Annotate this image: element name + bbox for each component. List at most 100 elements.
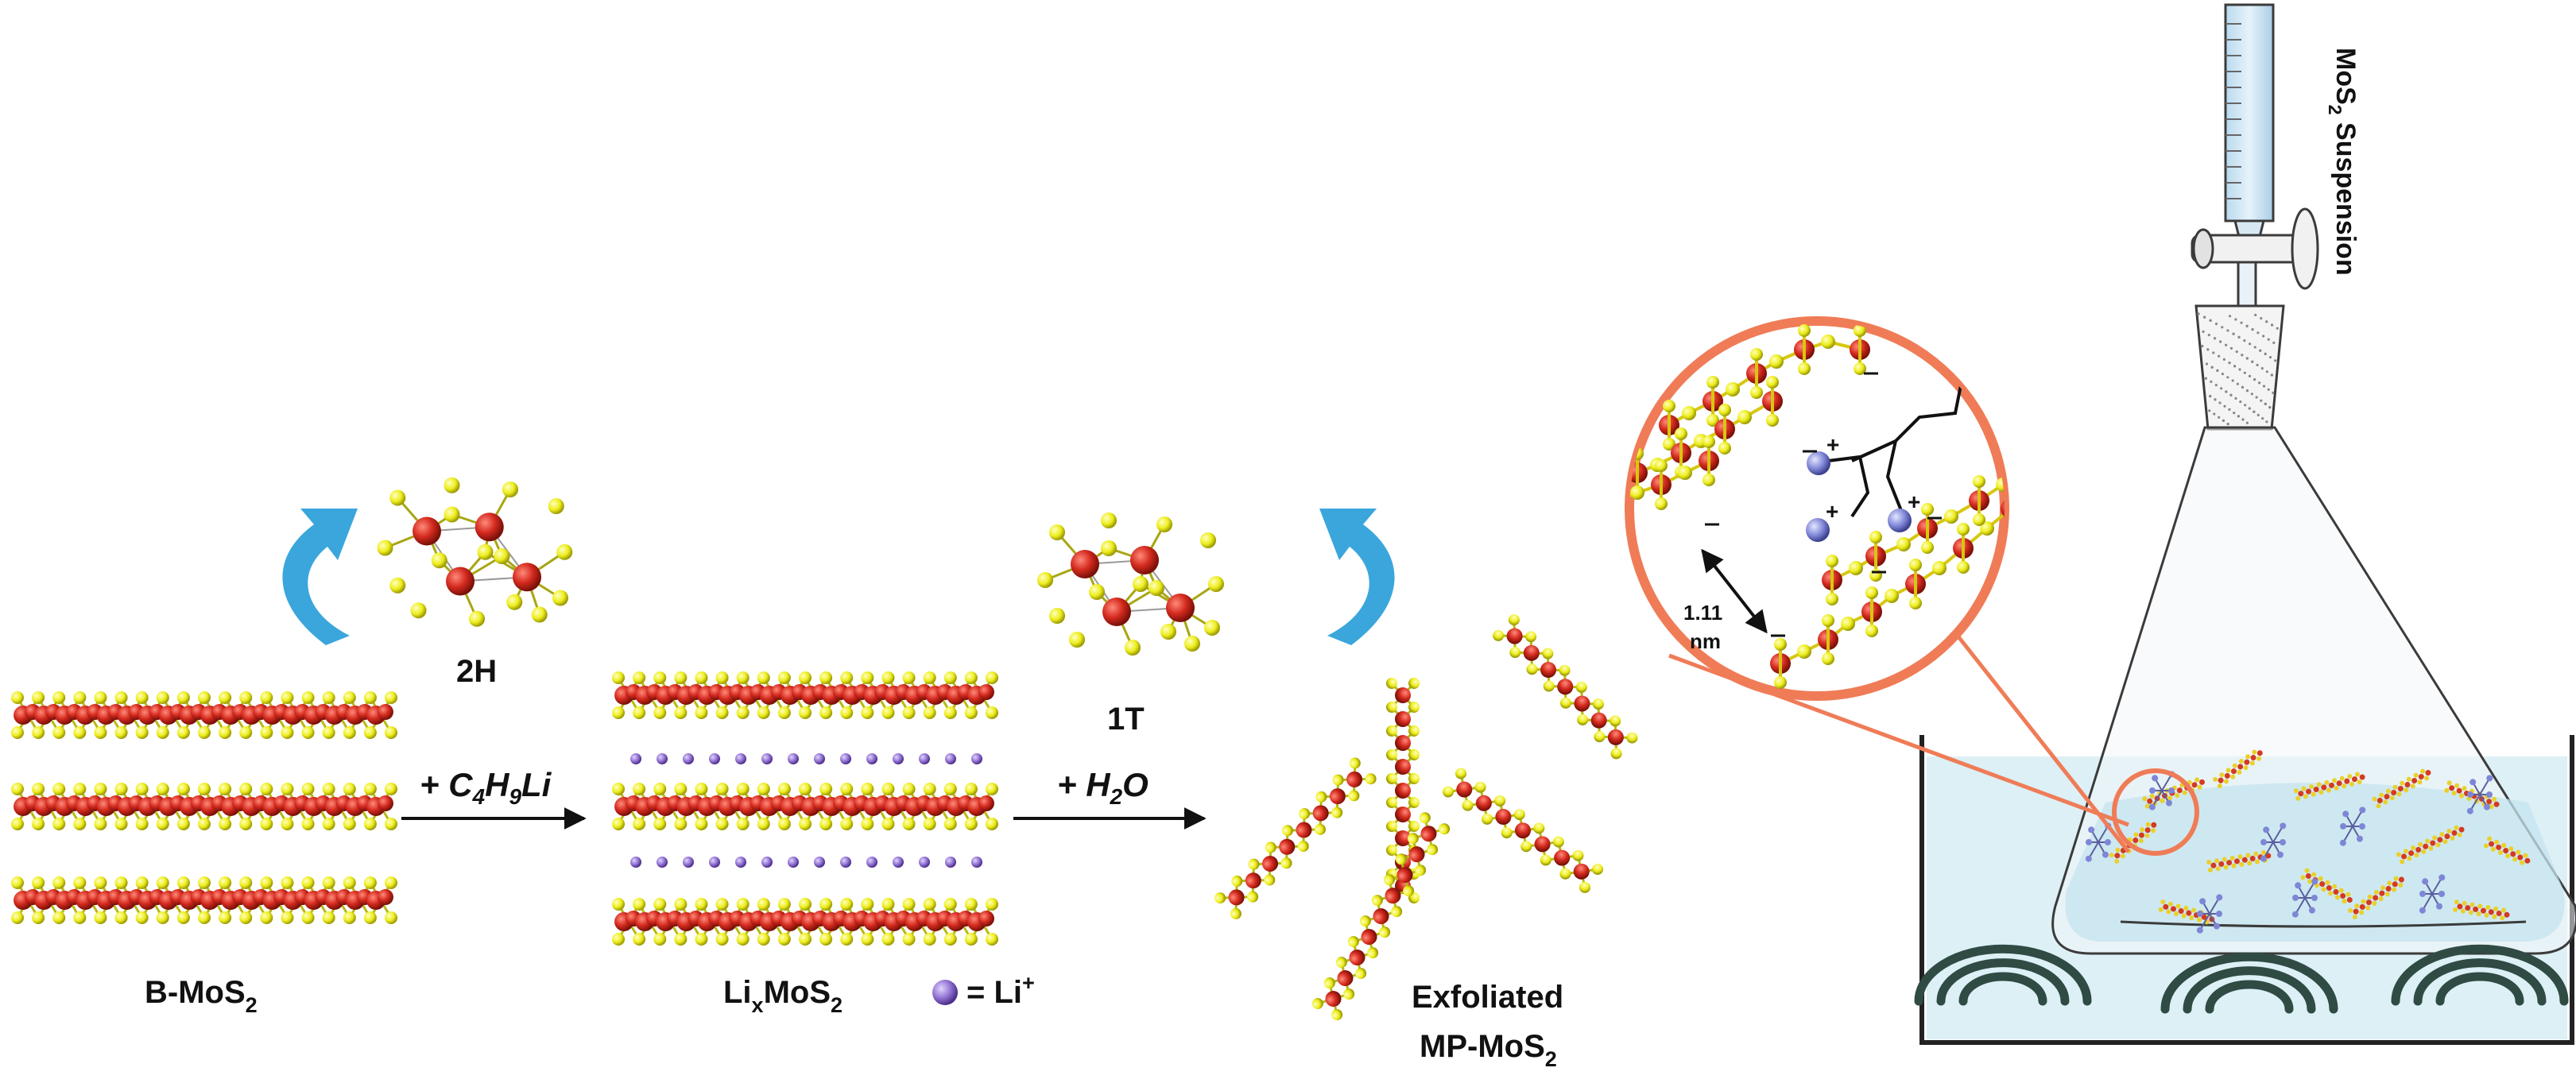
s-atom <box>736 898 750 911</box>
s-atom <box>1655 497 1668 510</box>
s-atom <box>736 706 750 719</box>
s-atom <box>1774 676 1787 689</box>
s-atom <box>1750 386 1763 399</box>
s-atom <box>11 818 24 830</box>
s-atom <box>1957 523 1970 536</box>
s-atom <box>1355 968 1367 980</box>
s-atom <box>1520 841 1532 853</box>
mo-atom <box>978 684 994 700</box>
s-atom <box>1543 680 1555 692</box>
s-atom <box>986 818 998 830</box>
s-atom <box>674 783 688 795</box>
mo-atom <box>1456 781 1473 798</box>
s-atom <box>1427 844 1439 856</box>
s-atom <box>777 933 791 946</box>
s-atom <box>923 783 936 795</box>
s-atom <box>1347 936 1359 948</box>
s-atom <box>1826 593 1838 605</box>
lithium-ion <box>683 753 694 764</box>
s-atom <box>715 818 729 830</box>
s-atom <box>239 783 253 795</box>
s-atom <box>1265 841 1276 853</box>
s-atom <box>1386 678 1397 689</box>
s-atom <box>156 726 169 739</box>
s-atom <box>1702 435 1715 448</box>
s-atom <box>881 706 895 719</box>
s-atom <box>986 671 998 684</box>
s-atom <box>1921 541 1934 554</box>
s-atom <box>695 933 708 946</box>
s-atom <box>1386 725 1397 737</box>
s-atom <box>343 783 356 795</box>
reagent-butyllithium-label: + C4H9Li <box>420 766 552 809</box>
s-atom <box>94 876 107 889</box>
s-atom <box>1101 513 1117 528</box>
s-atom <box>1592 863 1604 875</box>
s-atom <box>1408 725 1420 737</box>
s-atom <box>260 726 273 739</box>
mo-atom <box>377 704 393 720</box>
s-atom <box>363 691 377 704</box>
mo-atom <box>1373 908 1389 925</box>
s-atom <box>343 818 356 830</box>
s-atom <box>840 783 854 795</box>
s-atom <box>819 818 833 830</box>
s-atom <box>52 911 66 924</box>
s-atom <box>94 783 107 795</box>
s-atom <box>176 818 190 830</box>
s-atom <box>1630 485 1644 500</box>
s-atom <box>322 911 335 924</box>
s-atom <box>633 898 646 911</box>
s-atom <box>506 594 523 610</box>
s-atom <box>114 876 128 889</box>
s-atom <box>674 671 688 684</box>
s-atom <box>633 671 646 684</box>
s-atom <box>94 691 107 704</box>
s-atom <box>260 818 273 830</box>
s-atom <box>1655 459 1668 472</box>
s-atom <box>881 783 895 795</box>
s-atom <box>281 911 294 924</box>
s-atom <box>156 876 169 889</box>
mo-atom <box>1515 822 1532 839</box>
s-atom <box>1849 561 1863 575</box>
s-atom <box>1559 697 1571 709</box>
s-atom <box>114 783 128 795</box>
s-atom <box>1367 947 1379 959</box>
s-atom <box>1149 580 1164 596</box>
s-atom <box>736 783 750 795</box>
lithium-ion <box>788 753 799 764</box>
s-atom <box>198 783 211 795</box>
s-atom <box>322 691 335 704</box>
s-atom <box>1281 825 1293 837</box>
s-atom <box>653 818 667 830</box>
mo-atom <box>446 567 475 596</box>
s-atom <box>1552 836 1564 848</box>
s-atom <box>11 726 24 739</box>
s-atom <box>964 706 978 719</box>
cation-sphere <box>1888 509 1912 532</box>
mo-atom <box>1071 550 1099 578</box>
s-atom <box>94 726 107 739</box>
legend-lithium-label: = Li+ <box>966 971 1035 1010</box>
s-atom <box>1944 509 1958 524</box>
s-atom <box>1089 584 1105 600</box>
s-atom <box>1865 586 1878 599</box>
lithium-legend-icon <box>932 980 958 1005</box>
s-atom <box>363 783 377 795</box>
s-atom <box>881 933 895 946</box>
lithium-ion <box>630 753 641 764</box>
s-atom <box>1610 715 1621 727</box>
s-atom <box>322 818 335 830</box>
s-atom <box>1663 400 1675 412</box>
s-atom <box>281 726 294 739</box>
s-atom <box>301 818 315 830</box>
s-atom <box>1774 638 1787 651</box>
mo-atom <box>1540 662 1557 679</box>
s-atom <box>156 783 169 795</box>
s-atom <box>73 911 87 924</box>
s-atom <box>1101 540 1117 556</box>
s-atom <box>363 911 377 924</box>
s-atom <box>1841 617 1855 631</box>
s-atom <box>176 726 190 739</box>
